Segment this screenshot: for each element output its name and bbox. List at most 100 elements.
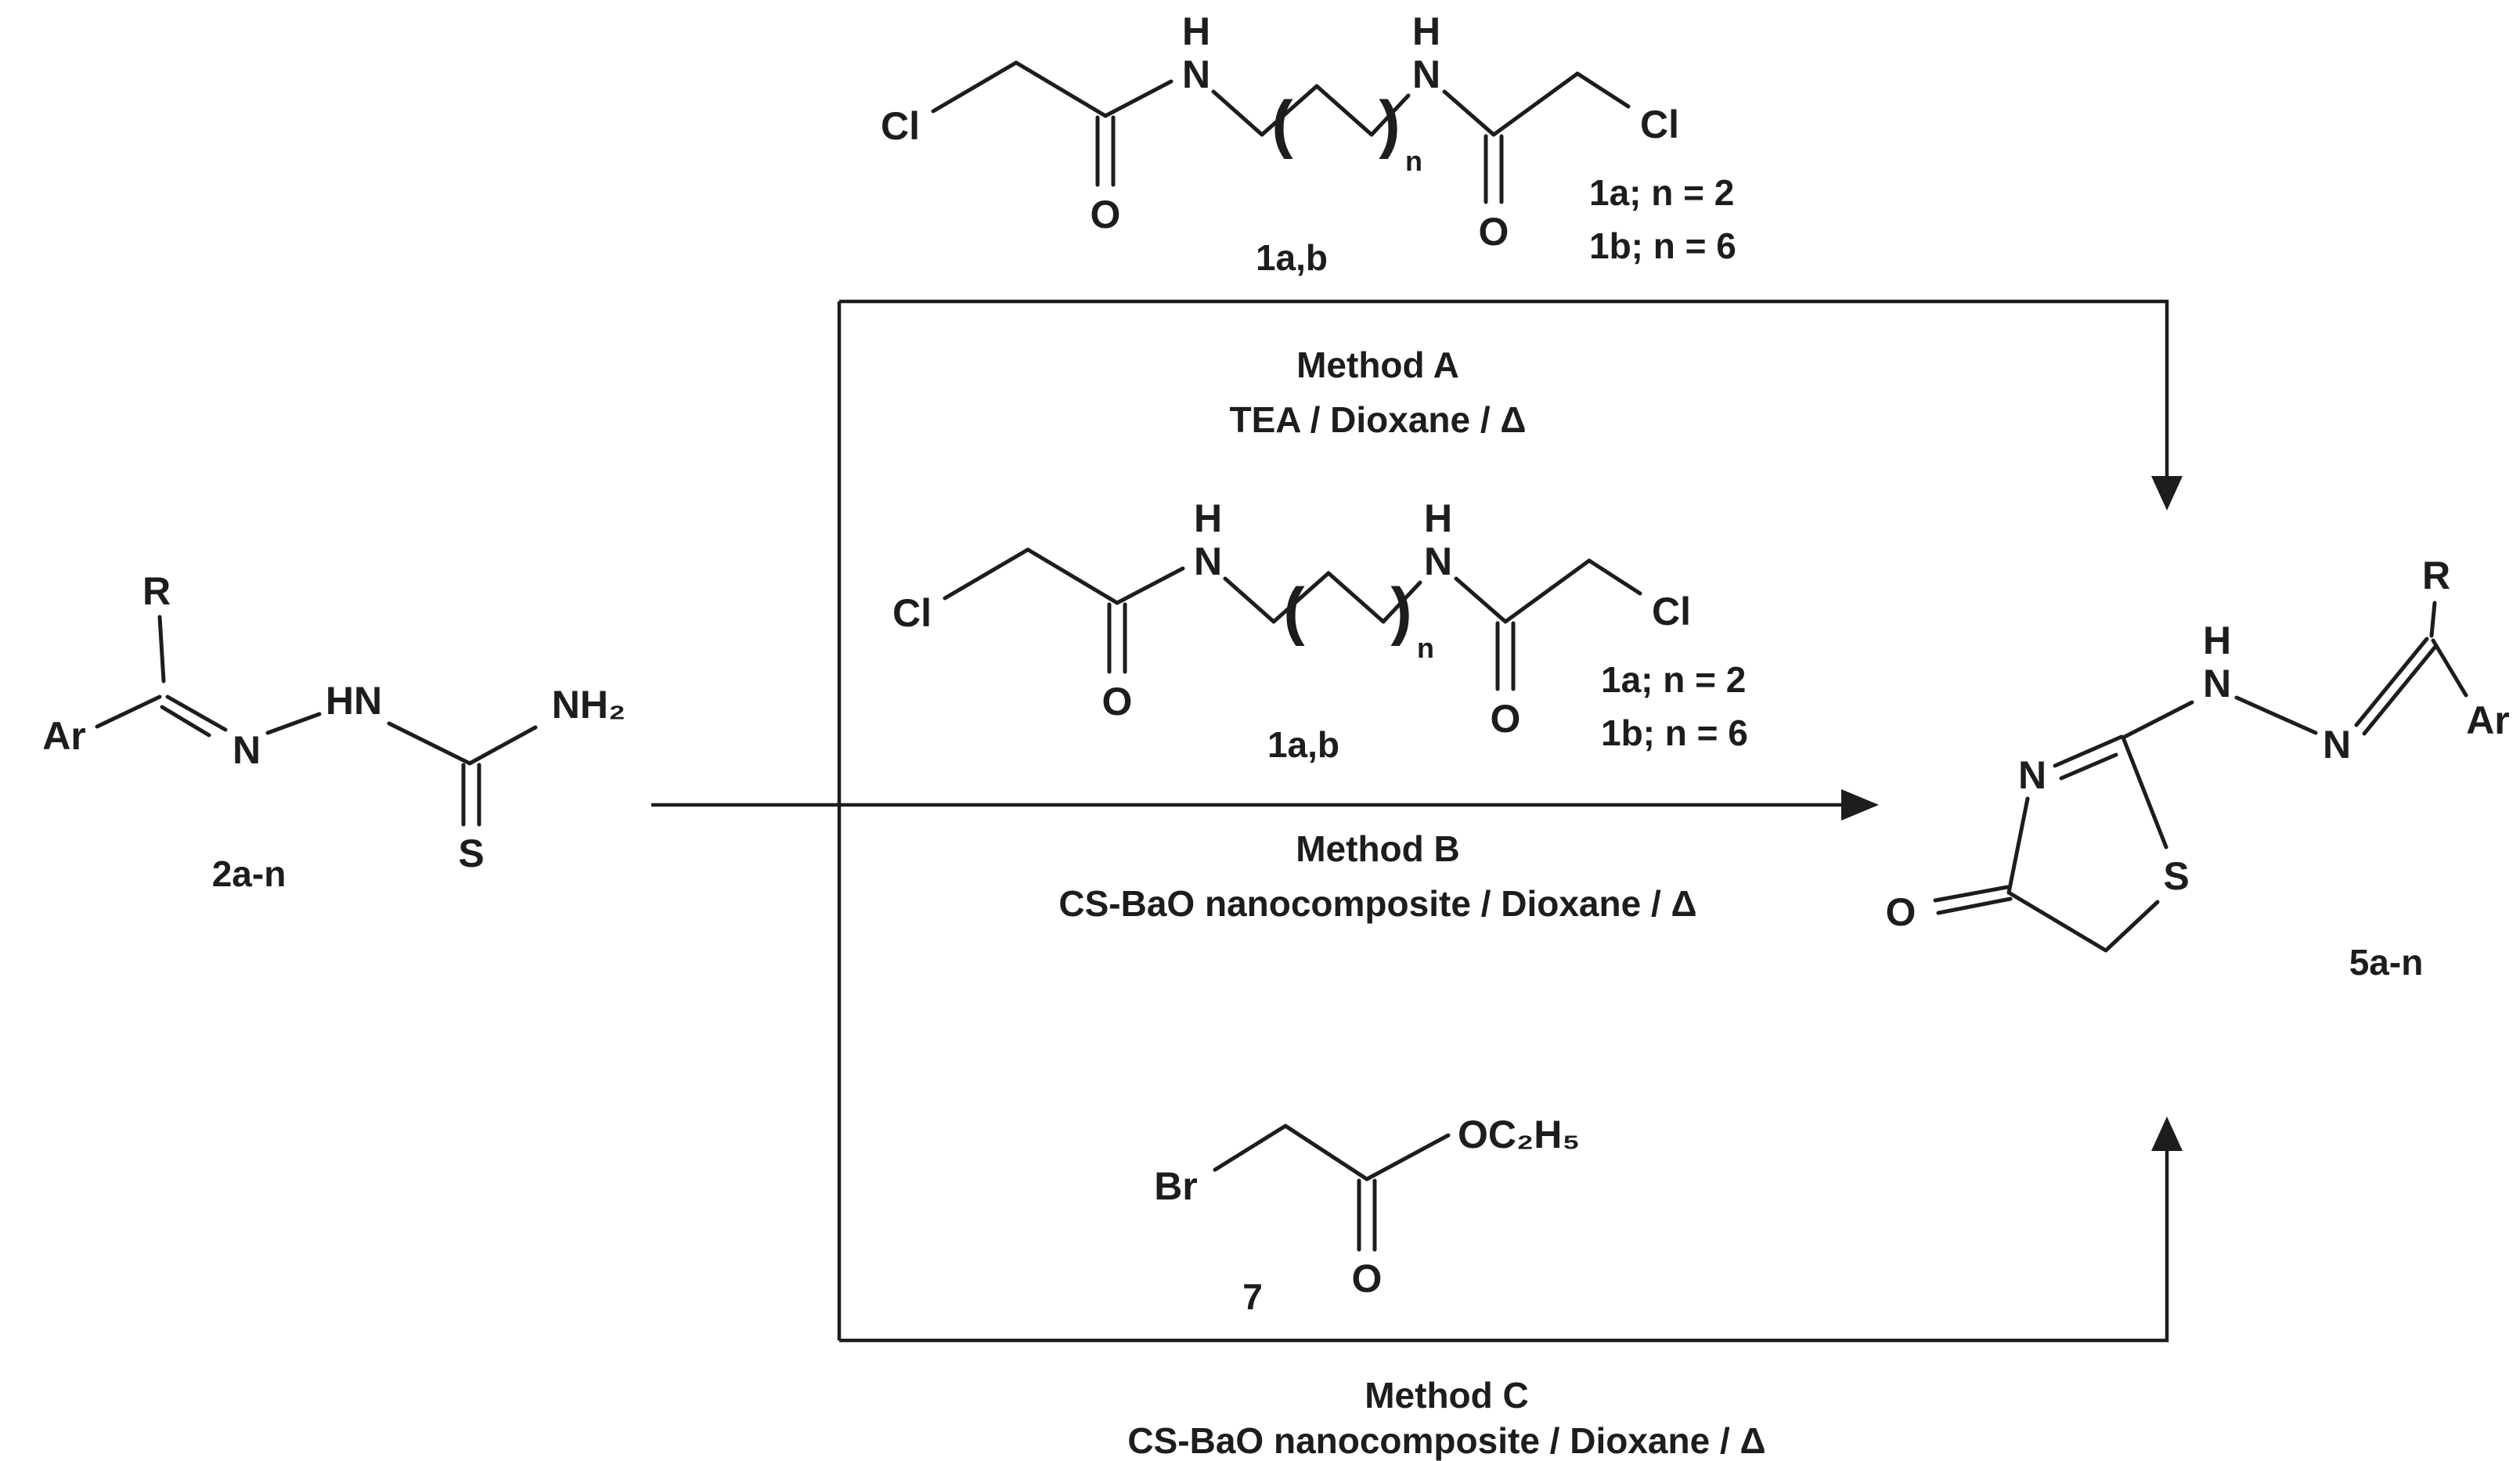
reagent-1ab-structure-top: Cl O H N ( ) n H N O Cl 1a,b 1a; n = 2 1… bbox=[881, 9, 1736, 278]
n-left-label: N bbox=[1194, 539, 1222, 583]
main-reaction-arrow bbox=[651, 789, 1879, 821]
n-right-label: N bbox=[1424, 539, 1452, 583]
bond bbox=[1503, 558, 1592, 624]
note-1b: 1b; n = 6 bbox=[1589, 225, 1736, 266]
bond bbox=[2429, 601, 2437, 638]
bond bbox=[2105, 900, 2160, 951]
bond bbox=[2006, 890, 2108, 953]
nh2-label: NH₂ bbox=[552, 683, 625, 727]
double-bond-line bbox=[2053, 734, 2124, 768]
bond bbox=[1115, 566, 1185, 605]
bond bbox=[1283, 1124, 1369, 1181]
o-left-label: O bbox=[1091, 193, 1121, 236]
method-c-arrow-line bbox=[839, 1143, 2169, 1343]
paren-close-label: ) bbox=[1390, 575, 1411, 647]
method-c-name: Method C bbox=[1365, 1375, 1529, 1416]
s-label: S bbox=[458, 832, 484, 875]
main-reaction-arrowhead bbox=[1841, 789, 1879, 821]
o-left-label: O bbox=[1102, 680, 1133, 723]
h-left-label: H bbox=[1194, 496, 1222, 540]
bond bbox=[95, 694, 162, 729]
o-carbonyl-label: O bbox=[1352, 1257, 1383, 1300]
cl-left-label: Cl bbox=[892, 591, 932, 635]
double-bond-line bbox=[165, 694, 228, 732]
reactant-2an-structure: R Ar N HN NH₂ S 2a-n bbox=[42, 569, 625, 894]
bond bbox=[157, 615, 166, 684]
bond bbox=[1014, 60, 1108, 118]
method-a-arrow bbox=[839, 299, 2183, 510]
bond bbox=[1587, 558, 1642, 596]
compound-label-7: 7 bbox=[1242, 1276, 1263, 1317]
compound-label-2an: 2a-n bbox=[212, 853, 287, 894]
bond bbox=[1491, 71, 1580, 137]
br-label: Br bbox=[1154, 1164, 1198, 1208]
n-imine-label: N bbox=[2323, 723, 2351, 767]
paren-open-label: ( bbox=[1283, 575, 1305, 647]
cl-right-label: Cl bbox=[1640, 103, 1679, 146]
paren-close-label: ) bbox=[1379, 88, 1400, 160]
n-imine-label: N bbox=[233, 728, 261, 772]
bond bbox=[1365, 1133, 1451, 1181]
note-1b: 1b; n = 6 bbox=[1601, 712, 1748, 753]
method-c-arrow bbox=[839, 1116, 2183, 1343]
r-label: R bbox=[2422, 554, 2450, 597]
bond bbox=[1575, 71, 1631, 109]
hn-label: HN bbox=[326, 679, 382, 723]
method-a-conditions: TEA / Dioxane / Δ bbox=[1230, 399, 1527, 440]
bond bbox=[2121, 735, 2168, 850]
method-a-arrow-line bbox=[839, 299, 2169, 484]
reagent-1ab-structure-middle: Cl O H N ( ) n H N O Cl 1a,b 1a; n = 2 1… bbox=[892, 496, 1748, 765]
ar-label: Ar bbox=[42, 714, 86, 758]
h-right-label: H bbox=[1412, 9, 1440, 53]
bond bbox=[2006, 796, 2030, 895]
reagent-7-structure: Br O OC₂H₅ 7 bbox=[1154, 1113, 1580, 1317]
method-c-conditions: CS-BaO nanocomposite / Dioxane / Δ bbox=[1127, 1420, 1765, 1461]
double-bond-line bbox=[2354, 637, 2429, 727]
method-b-name: Method B bbox=[1296, 828, 1460, 869]
h-left-label: H bbox=[1182, 9, 1210, 53]
method-a-name: Method A bbox=[1296, 345, 1459, 385]
note-1a: 1a; n = 2 bbox=[1589, 172, 1734, 213]
bond bbox=[1369, 93, 1411, 137]
method-a-arrowhead bbox=[2151, 476, 2183, 510]
bond bbox=[1213, 1124, 1288, 1172]
double-bond-line bbox=[1933, 885, 2010, 903]
repeat-n-label: n bbox=[1417, 632, 1434, 664]
double-bond-line bbox=[1936, 896, 2013, 915]
compound-label-5an: 5a-n bbox=[2349, 942, 2424, 983]
ar-label: Ar bbox=[2466, 698, 2510, 742]
ring-n-label: N bbox=[2018, 753, 2046, 797]
o-right-label: O bbox=[1491, 697, 1521, 741]
bond bbox=[1442, 89, 1496, 137]
bond bbox=[943, 547, 1030, 601]
bond bbox=[1326, 571, 1386, 624]
ring-s-label: S bbox=[2163, 854, 2189, 898]
bond bbox=[1223, 576, 1276, 624]
bond bbox=[2121, 700, 2194, 740]
ring-o-label: O bbox=[1886, 890, 1916, 934]
bond bbox=[931, 60, 1018, 114]
cl-right-label: Cl bbox=[1652, 590, 1691, 633]
bond bbox=[1381, 580, 1422, 624]
product-5an-structure: N S O H N N R Ar 5a-n bbox=[1886, 554, 2510, 983]
cl-left-label: Cl bbox=[881, 104, 920, 148]
h-right-label: H bbox=[1424, 496, 1452, 540]
bond bbox=[1026, 547, 1119, 605]
bond bbox=[1103, 79, 1173, 118]
bond bbox=[1211, 89, 1264, 137]
double-bond-line bbox=[2362, 645, 2437, 736]
double-bond-line bbox=[160, 705, 211, 738]
method-c-arrowhead bbox=[2151, 1116, 2183, 1151]
paren-open-label: ( bbox=[1271, 88, 1293, 160]
bond bbox=[1271, 571, 1331, 624]
n-right-label: N bbox=[1412, 52, 1440, 96]
bond bbox=[265, 712, 322, 735]
bond bbox=[467, 725, 538, 766]
bond bbox=[387, 721, 472, 766]
note-1a: 1a; n = 2 bbox=[1601, 659, 1746, 700]
r-label: R bbox=[142, 569, 171, 613]
h-amine-label: H bbox=[2203, 619, 2231, 662]
bond bbox=[2234, 695, 2318, 735]
